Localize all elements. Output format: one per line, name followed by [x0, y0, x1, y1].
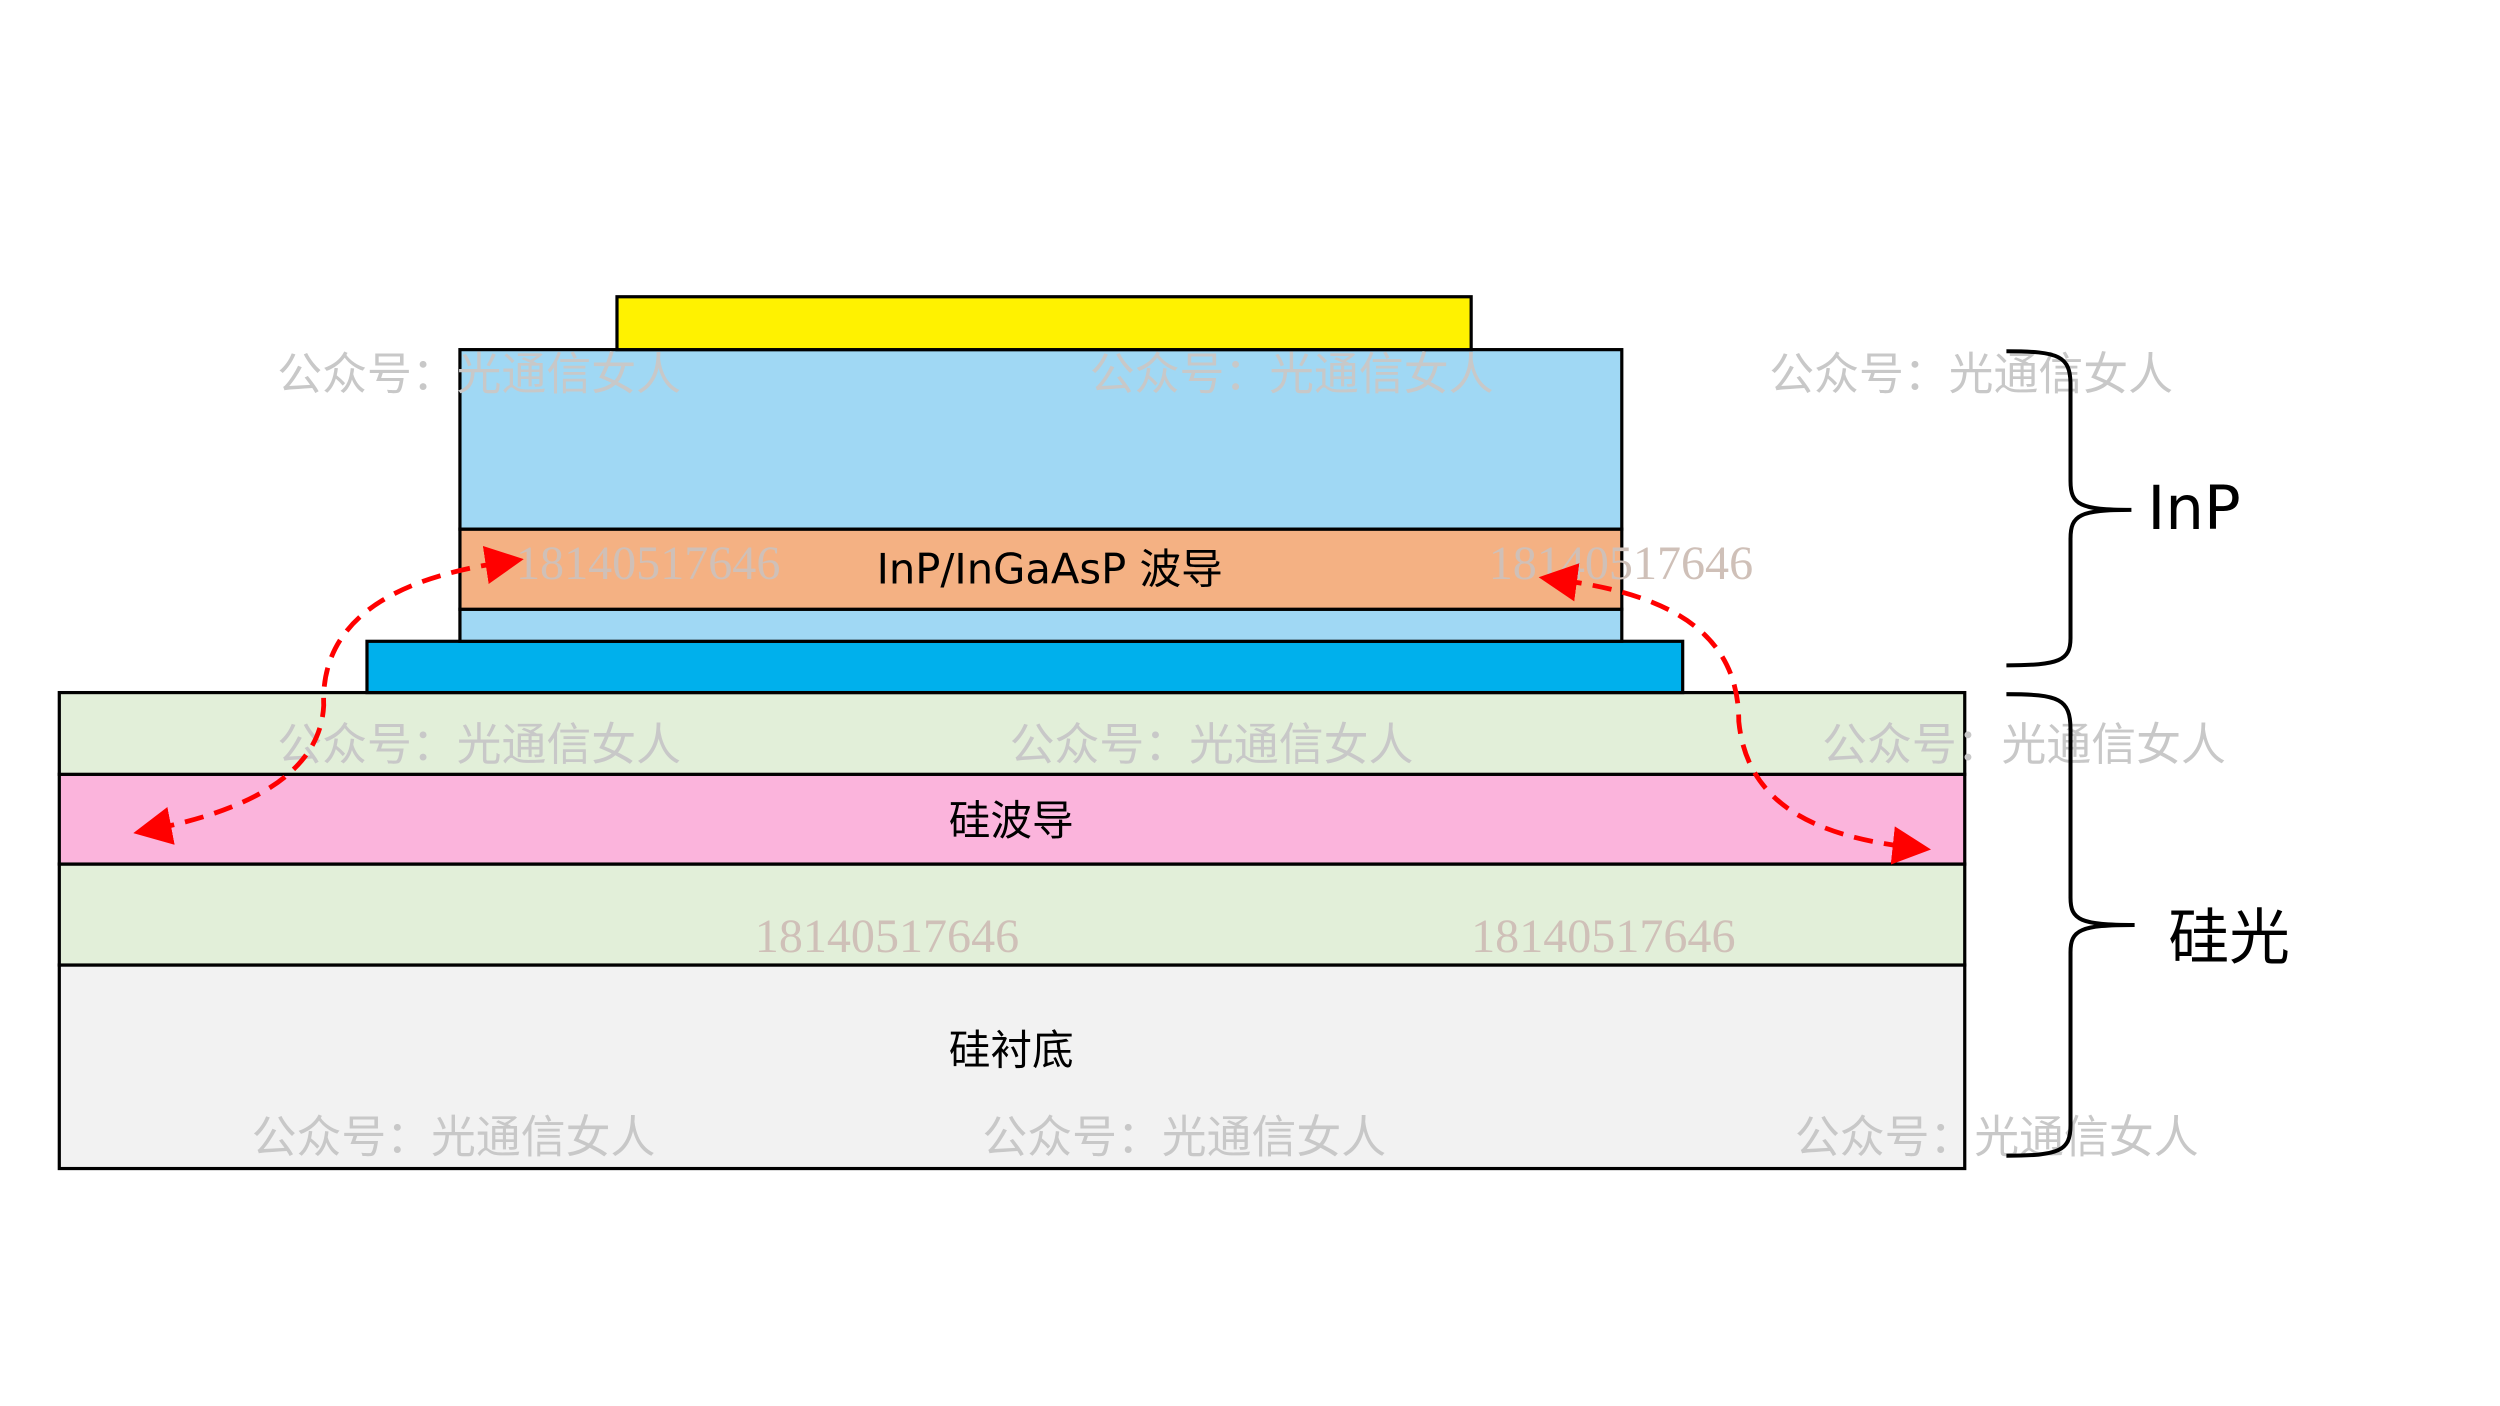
right-coupling-arrow — [1538, 563, 1932, 865]
watermark: 公众号：光通信女人 — [277, 348, 681, 401]
watermark: 公众号：光通信女人 — [1822, 718, 2226, 771]
si-photonics-brace-icon — [2006, 692, 2135, 1158]
watermark: 公众号：光通信女人 — [277, 718, 681, 771]
si-photonics-brace-label: 硅光 — [2168, 903, 2290, 974]
watermark: 公众号：光通信女人 — [982, 1111, 1386, 1164]
watermark: 公众号：光通信女人 — [1795, 1111, 2199, 1164]
watermark: 公众号：光通信女人 — [1010, 718, 1414, 771]
bonding-layer — [365, 639, 1685, 695]
inp-lower-cladding — [458, 607, 1624, 643]
inp-waveguide-layer — [458, 527, 1624, 611]
watermark-number: 18140517646 — [1489, 537, 1753, 590]
inp-upper-cladding — [458, 348, 1624, 531]
watermark: 公众号：光通信女人 — [252, 1111, 656, 1164]
watermark: 公众号：光通信女人 — [1769, 348, 2173, 401]
watermark-number: 18140517646 — [516, 537, 780, 590]
watermark: 公众号：光通信女人 — [1090, 348, 1494, 401]
inp-brace-label: InP — [2147, 473, 2240, 544]
inp-brace-icon — [2006, 349, 2132, 668]
substrate-layer — [57, 963, 1967, 1171]
watermark-number: 18140517646 — [755, 910, 1019, 963]
watermark-number: 18140517646 — [1471, 910, 1735, 963]
si-substrate-label: 硅衬底 — [949, 1025, 1074, 1074]
lower-oxide-layer — [57, 862, 1967, 967]
left-coupling-arrow — [133, 545, 524, 845]
inp-waveguide-label: InP/InGaAsP 波导 — [877, 545, 1223, 594]
watermarks: 公众号：光通信女人 公众号：光通信女人 公众号：光通信女人 公众号：光通信女人 … — [252, 348, 2226, 1164]
electrode — [615, 295, 1473, 352]
si-waveguide-label: 硅波导 — [949, 796, 1074, 845]
